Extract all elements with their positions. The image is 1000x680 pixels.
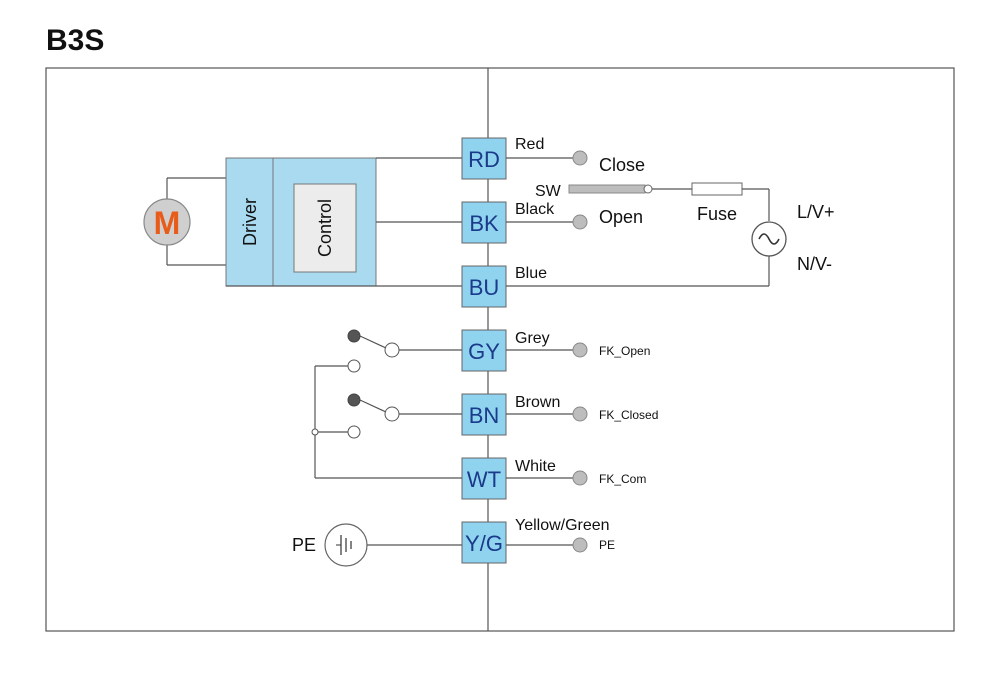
close-label: Close: [599, 155, 645, 175]
motor-letter: M: [154, 205, 181, 241]
fk-com-contact: [572, 470, 588, 486]
limit-switch-open: [347, 329, 462, 373]
fk-com-label: FK_Com: [599, 472, 646, 486]
terminal-rd: RD: [461, 137, 507, 180]
sw-label: SW: [535, 183, 562, 200]
control-box: [293, 183, 357, 273]
terminal-yg: Y/G: [461, 521, 507, 564]
page-title: B3S: [46, 24, 104, 57]
terminal-bk: BK: [461, 201, 507, 244]
fuse-label: Fuse: [697, 204, 737, 224]
terminal-bn: BN: [461, 393, 507, 436]
pe-contact: [572, 537, 588, 553]
wire-label-white: White: [515, 458, 556, 475]
motor-symbol: M: [143, 177, 226, 266]
terminal-label: GY: [468, 339, 500, 364]
lv-plus-label: L/V+: [797, 202, 835, 222]
pe-right-label: PE: [599, 538, 615, 552]
open-contact: [572, 214, 588, 230]
close-contact: [572, 150, 588, 166]
terminal-label: BU: [469, 275, 500, 300]
terminal-label: WT: [467, 467, 501, 492]
ground-icon: [324, 523, 368, 567]
pe-left-label: PE: [292, 535, 316, 555]
terminal-label: BK: [469, 211, 499, 236]
limit-switch-closed: [347, 393, 462, 439]
terminal-bu: BU: [461, 265, 507, 308]
nv-minus-label: N/V-: [797, 254, 832, 274]
terminal-wt: WT: [461, 457, 507, 500]
fk-closed-label: FK_Closed: [599, 408, 658, 422]
open-label: Open: [599, 207, 643, 227]
wire-label-blue: Blue: [515, 265, 547, 282]
terminal-label: RD: [468, 147, 500, 172]
wire-label-red: Red: [515, 136, 544, 153]
fk-closed-contact: [572, 406, 588, 422]
fuse-symbol: [691, 182, 743, 196]
fk-open-contact: [572, 342, 588, 358]
wire-label-brown: Brown: [515, 394, 560, 411]
control-label: Control: [315, 199, 335, 257]
wire-label-yellow-green: Yellow/Green: [515, 517, 610, 534]
wire-label-grey: Grey: [515, 330, 550, 347]
fk-open-label: FK_Open: [599, 344, 650, 358]
terminal-gy: GY: [461, 329, 507, 372]
diagram-frame: [45, 67, 955, 632]
switch-lever: [568, 184, 646, 194]
motor-circle: [143, 198, 191, 246]
wire-label-black: Black: [515, 201, 555, 218]
terminal-label: BN: [469, 403, 500, 428]
terminal-label: Y/G: [465, 531, 503, 556]
driver-label: Driver: [240, 198, 260, 246]
